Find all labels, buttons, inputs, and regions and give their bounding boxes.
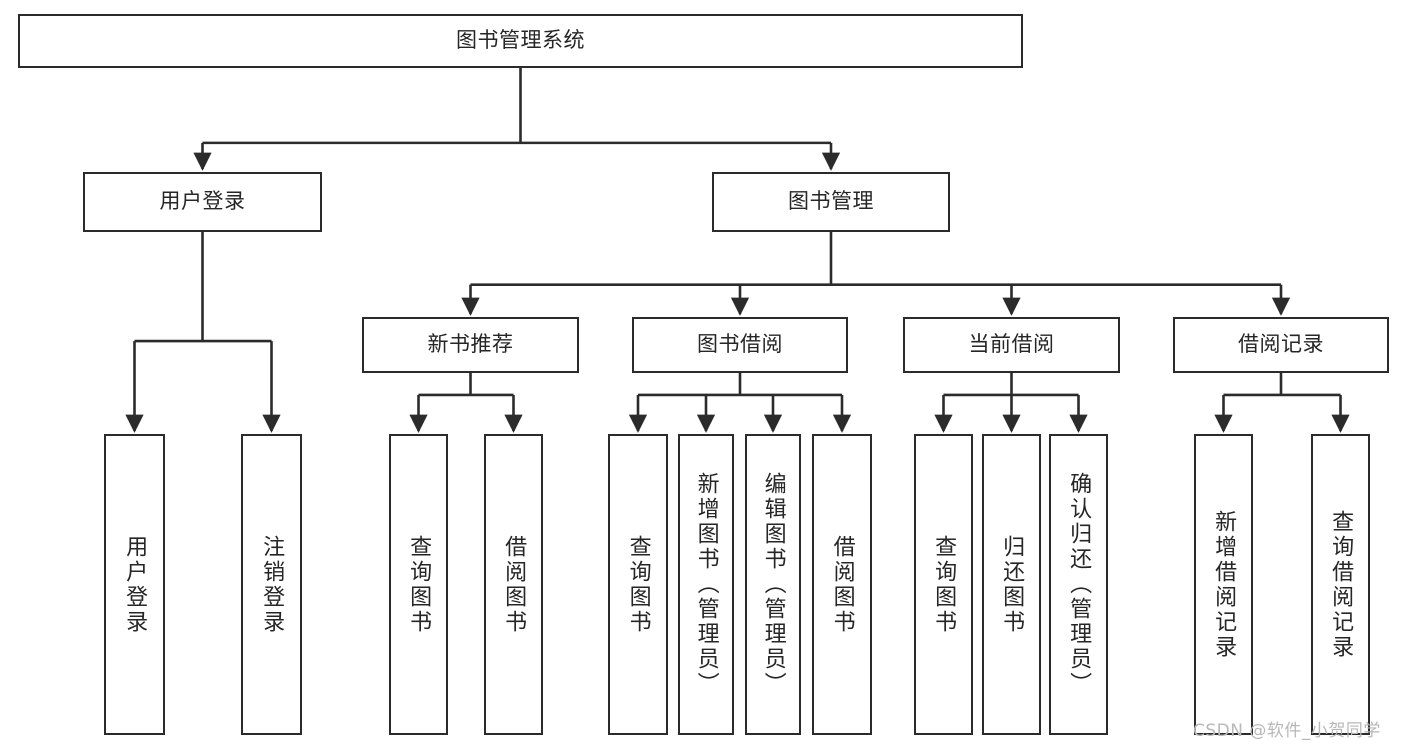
- node-book-borrow-label: 图书借阅: [697, 332, 783, 357]
- node-leaf-borrow-book-new[interactable]: 借阅图书: [484, 434, 543, 735]
- node-leaf-query-book-current[interactable]: 查询图书: [914, 434, 973, 735]
- node-new-book-recommend-label: 新书推荐: [427, 332, 514, 357]
- node-user-login-module[interactable]: 用户登录: [83, 172, 322, 232]
- node-root[interactable]: 图书管理系统: [18, 14, 1023, 68]
- node-leaf-return-book[interactable]: 归还图书: [982, 434, 1041, 735]
- node-leaf-add-borrow-record[interactable]: 新增借阅记录: [1194, 434, 1253, 735]
- node-book-management-module-label: 图书管理: [788, 189, 874, 214]
- node-leaf-lend-book[interactable]: 借阅图书: [812, 434, 872, 735]
- node-borrow-record[interactable]: 借阅记录: [1173, 317, 1389, 373]
- node-leaf-add-book-admin[interactable]: 新增图书（管理员）: [678, 434, 734, 735]
- node-current-borrow[interactable]: 当前借阅: [903, 317, 1120, 373]
- node-borrow-record-label: 借阅记录: [1238, 332, 1324, 357]
- node-book-management-module[interactable]: 图书管理: [712, 172, 950, 232]
- node-user-login-module-label: 用户登录: [159, 189, 246, 214]
- node-new-book-recommend[interactable]: 新书推荐: [362, 317, 579, 373]
- node-leaf-query-book-borrow[interactable]: 查询图书: [608, 434, 668, 735]
- node-leaf-user-login[interactable]: 用户登录: [104, 434, 165, 735]
- node-book-borrow[interactable]: 图书借阅: [632, 317, 848, 373]
- node-leaf-confirm-return-admin[interactable]: 确认归还（管理员）: [1049, 434, 1108, 735]
- node-root-label: 图书管理系统: [456, 28, 585, 53]
- node-current-borrow-label: 当前借阅: [968, 332, 1055, 357]
- node-leaf-edit-book-admin[interactable]: 编辑图书（管理员）: [745, 434, 801, 735]
- node-leaf-query-book-new[interactable]: 查询图书: [389, 434, 448, 735]
- csdn-watermark: CSDN @软件_小贺同学: [1193, 721, 1381, 741]
- node-leaf-user-logout[interactable]: 注销登录: [241, 434, 302, 735]
- node-leaf-query-borrow-record[interactable]: 查询借阅记录: [1311, 434, 1370, 735]
